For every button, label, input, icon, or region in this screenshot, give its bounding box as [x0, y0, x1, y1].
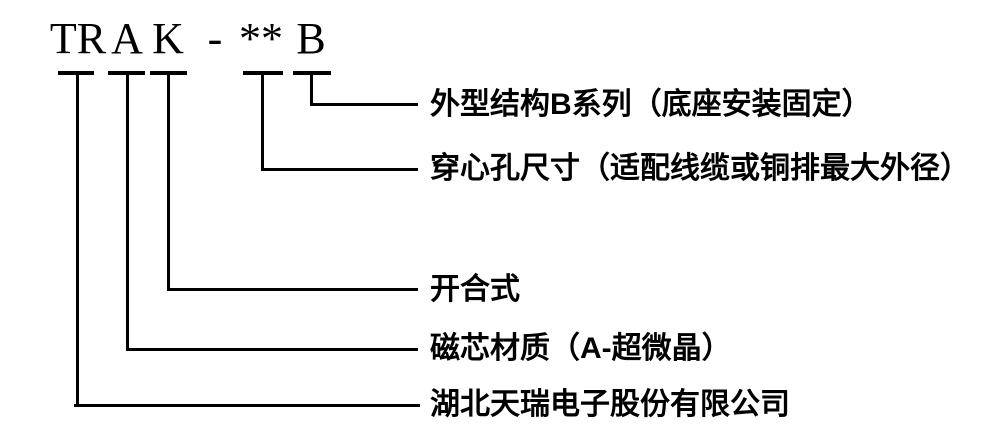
code-segment-stars: ** [239, 14, 283, 63]
callout-label-a: 磁芯材质（A-超微晶） [430, 332, 732, 365]
leader-hline-stars [261, 168, 418, 171]
leader-vline-a [126, 71, 129, 351]
leader-hline-b [310, 103, 418, 106]
callout-label-b: 外型结构B系列（底座安装固定） [430, 88, 872, 121]
code-segment-tr: TR [49, 14, 107, 63]
callout-label-k: 开合式 [430, 273, 520, 306]
leader-vline-tr [76, 71, 79, 407]
leader-hline-k [167, 288, 418, 291]
code-segment-dash: - [207, 14, 223, 63]
code-segment-k: K [152, 14, 184, 63]
leader-vline-k [167, 71, 170, 291]
callout-label-tr: 湖北天瑞电子股份有限公司 [430, 388, 790, 421]
leader-vline-stars [261, 71, 264, 171]
leader-hline-a [126, 348, 418, 351]
code-segment-a: A [111, 14, 143, 63]
leader-vline-b [310, 71, 313, 106]
leader-hline-tr [74, 404, 420, 407]
callout-label-stars: 穿心孔尺寸（适配线缆或铜排最大外径） [430, 152, 970, 185]
code-segment-b: B [296, 14, 326, 63]
